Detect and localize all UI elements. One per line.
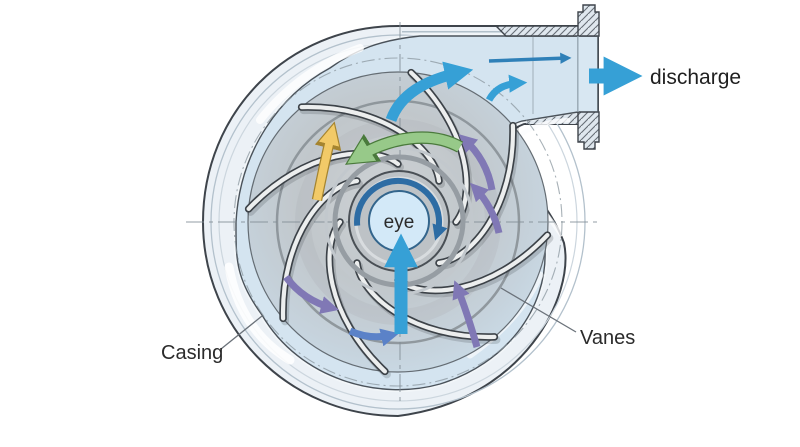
flange-bottom-block (577, 111, 600, 150)
eye-label: eye (384, 212, 415, 233)
swirl-arrow-bottom (348, 327, 400, 347)
vane-flow-arrow-lower-right (452, 280, 481, 348)
throat-flow-arrow (485, 74, 528, 102)
vane-flow-arrow-lower-left (283, 274, 340, 314)
casing-leader-line (220, 315, 263, 350)
impeller-rotation-arrow (347, 132, 463, 164)
discharge-label: discharge (650, 66, 741, 89)
discharge-flange (577, 4, 600, 150)
volute-flow-arrow (385, 61, 474, 123)
casing-highlight-bottom-left (224, 262, 295, 365)
vanes-leader-line (500, 287, 577, 333)
slip-flow-arrow (313, 123, 340, 201)
flange-top-block (577, 4, 600, 37)
vane-flow-arrow-upper-right (458, 134, 496, 191)
nozzle-bore (578, 36, 598, 112)
duct-flow-arrow (488, 52, 572, 64)
vane-flow-arrow-mid-right (469, 182, 503, 234)
vanes-label: Vanes (580, 327, 635, 349)
casing-highlight-top-left (256, 44, 364, 124)
eye-rotation-arrow (354, 177, 448, 241)
casing-label: Casing (161, 342, 223, 364)
